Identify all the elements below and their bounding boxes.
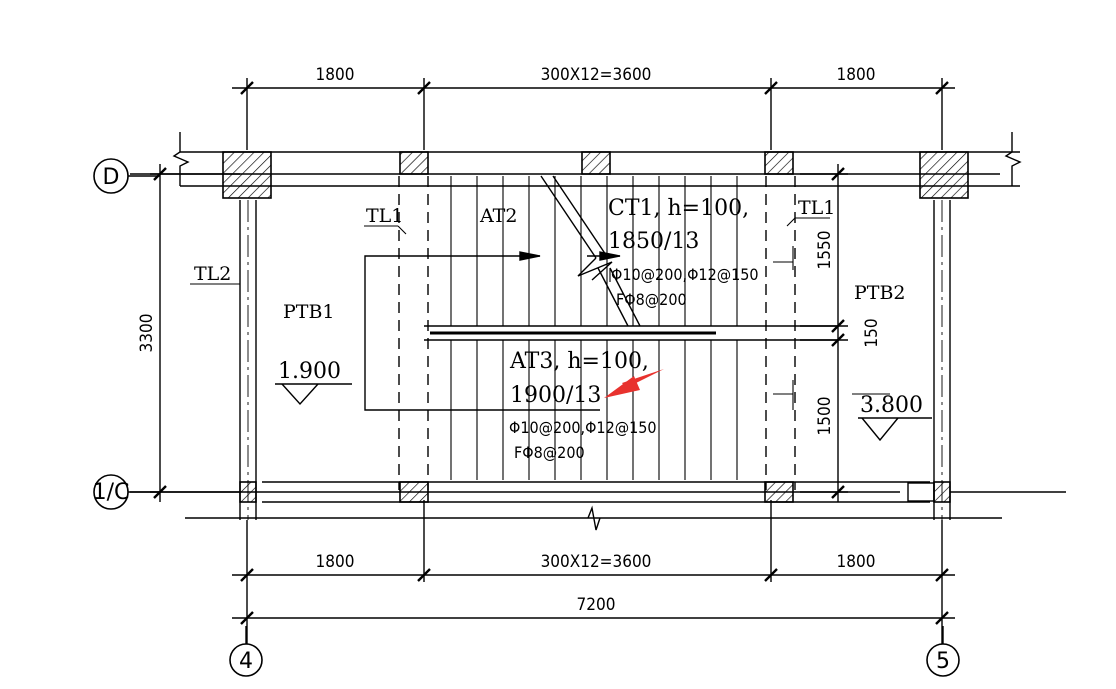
elevation-symbol-left <box>275 383 352 406</box>
dim-right-lower: 1500 <box>815 397 835 436</box>
dim-total: 7200 <box>577 595 616 615</box>
label-at2: AT2 <box>479 205 517 227</box>
stair-break-line <box>540 175 641 327</box>
dashed-beam-right <box>765 176 796 490</box>
leaders <box>190 217 890 410</box>
label-tl2: TL2 <box>194 263 231 285</box>
ct1-steps: 1850/13 <box>608 229 699 254</box>
label-ptb2: PTB2 <box>854 282 906 304</box>
label-tl1-left: TL1 <box>366 205 403 227</box>
dim-right-middle: 150 <box>862 318 882 347</box>
at3-steps: 1900/13 <box>510 383 601 408</box>
elevation-left: 1.900 <box>278 359 341 384</box>
dim-bottom-left: 1800 <box>316 552 355 572</box>
dim-bottom-middle: 300X12=3600 <box>541 552 652 572</box>
dim-top-right: 1800 <box>837 65 876 85</box>
dashed-beam-left <box>398 176 429 490</box>
at3-rebar-main: Φ10@200,Φ12@150 <box>509 418 657 437</box>
dim-bottom-right: 1800 <box>837 552 876 572</box>
label-ptb1: PTB1 <box>283 301 335 323</box>
at3-title: AT3, h=100, <box>509 349 649 374</box>
red-arrow-annotation <box>604 369 664 398</box>
left-vertical-dimension <box>150 164 240 502</box>
dim-top-left: 1800 <box>316 65 355 85</box>
axis-label-d: D <box>103 165 120 190</box>
top-dimension-line <box>232 78 955 150</box>
elevation-symbol-right <box>858 417 932 442</box>
axis-label-5: 5 <box>936 649 950 674</box>
bottom-dimension-line <box>232 500 955 660</box>
total-dimension-line <box>232 611 955 625</box>
ct1-title: CT1, h=100, <box>608 196 749 221</box>
label-tl1-right: TL1 <box>798 197 835 219</box>
column-hatched <box>222 151 969 503</box>
dim-left-vertical: 3300 <box>137 314 157 353</box>
ct1-rebar-main: Φ10@200,Φ12@150 <box>611 265 759 284</box>
at3-rebar-distribution: FΦ8@200 <box>514 443 585 462</box>
upper-flight-treads <box>450 176 738 326</box>
dim-right-upper: 1550 <box>815 231 835 270</box>
ct1-rebar-distribution: FΦ8@200 <box>616 290 687 309</box>
right-wall <box>933 200 951 520</box>
bottom-beam <box>185 481 1066 531</box>
left-wall <box>239 200 257 520</box>
axis-label-1c: 1/C <box>93 480 130 505</box>
right-vertical-dimension <box>800 164 848 502</box>
axis-label-4: 4 <box>239 649 253 674</box>
stair-divider <box>424 325 838 341</box>
elevation-right: 3.800 <box>860 393 923 418</box>
dim-top-middle: 300X12=3600 <box>541 65 652 85</box>
